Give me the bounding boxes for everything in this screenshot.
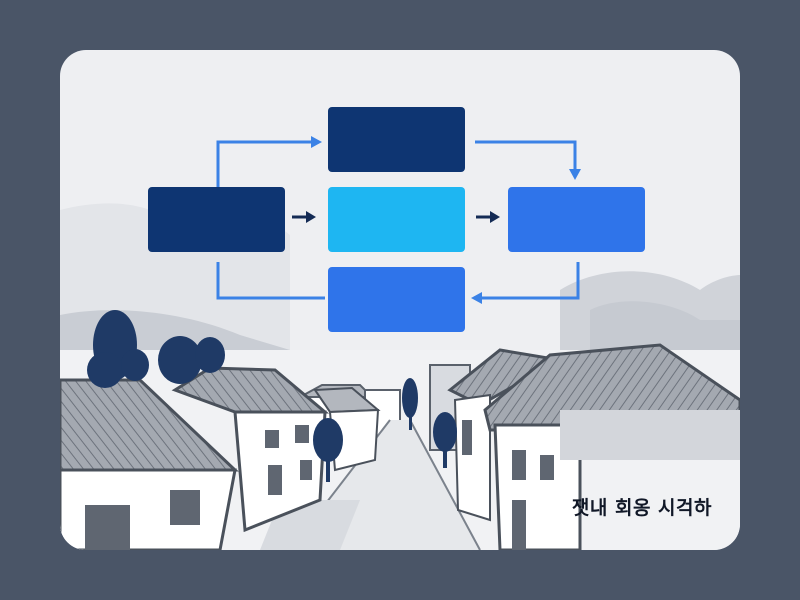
illustration-card: 잿내 회옹 시걱하 (60, 50, 740, 550)
flow-box-top (328, 107, 465, 172)
line-left-to-bottom (216, 262, 325, 300)
arrowhead-right-to-bottom (471, 292, 482, 304)
left-middle-house (171, 366, 381, 533)
arrow-left-to-top (216, 140, 315, 188)
arrowhead-left-to-center (306, 211, 316, 223)
right-buildings (447, 343, 740, 550)
arrow-right-to-bottom (480, 262, 580, 300)
arrowhead-left-to-top (311, 136, 322, 148)
left-near-house (60, 378, 239, 550)
flow-box-center (328, 187, 465, 252)
flow-box-right (508, 187, 645, 252)
arrowhead-top-to-right (569, 169, 581, 180)
flow-box-bottom (328, 267, 465, 332)
arrow-top-to-right (475, 140, 577, 170)
caption-text: 잿내 회옹 시걱하 (571, 497, 712, 519)
card-illustration (60, 107, 740, 550)
arrowhead-center-to-right (490, 211, 500, 223)
flow-diagram (148, 107, 645, 332)
flow-box-left (148, 187, 285, 252)
trees (87, 310, 457, 482)
